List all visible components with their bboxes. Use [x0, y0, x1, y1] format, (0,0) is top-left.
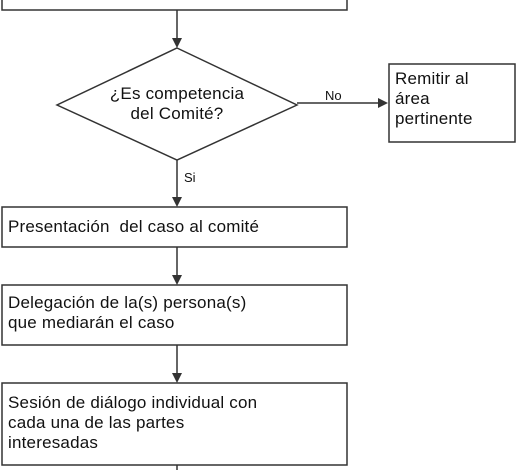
- delegation-line-2: que mediarán el caso: [8, 313, 175, 332]
- dialogue-line-3: interesadas: [8, 433, 99, 452]
- delegation-line-1: Delegación de la(s) persona(s): [8, 293, 247, 312]
- dialogue-label: Sesión de diálogo individual con cada un…: [8, 393, 341, 453]
- decision-line-1: ¿Es competencia: [109, 84, 245, 103]
- remit-line-1: Remitir al: [395, 69, 469, 88]
- top-process-box: [1, 0, 348, 11]
- dialogue-line-2: cada una de las partes: [8, 413, 185, 432]
- dialogue-line-1: Sesión de diálogo individual con: [8, 393, 258, 412]
- remit-label: Remitir al área pertinente: [395, 69, 510, 129]
- presentation-box: [1, 206, 348, 248]
- remit-box: [388, 63, 516, 143]
- delegation-label: Delegación de la(s) persona(s) que media…: [8, 293, 341, 333]
- decision-label: ¿Es competencia del Comité?: [77, 84, 277, 124]
- remit-line-3: pertinente: [395, 109, 473, 128]
- remit-line-2: área: [395, 89, 430, 108]
- edge-label-yes: Si: [184, 170, 196, 185]
- edge-label-no: No: [325, 88, 342, 103]
- decision-line-2: del Comité?: [130, 104, 224, 123]
- presentation-label: Presentación del caso al comité: [8, 217, 260, 236]
- delegation-box: [1, 284, 348, 346]
- dialogue-box: [1, 382, 348, 466]
